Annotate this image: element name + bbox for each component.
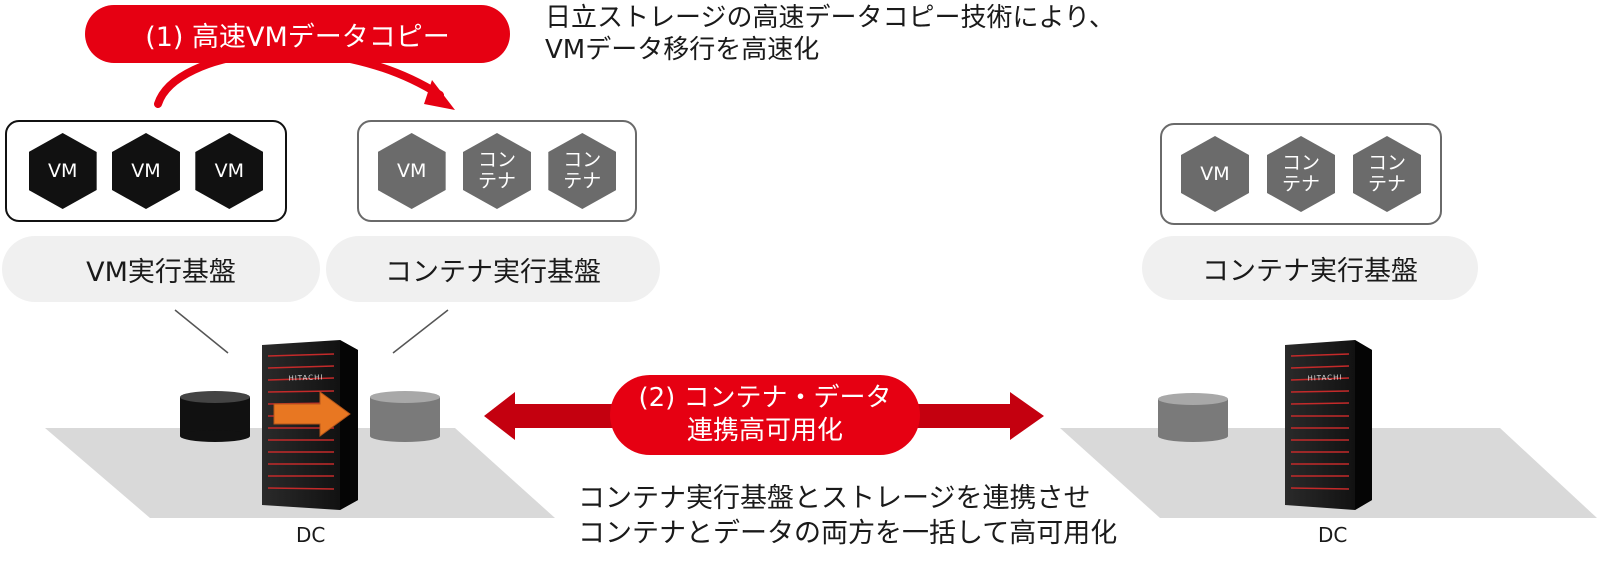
vm-hexagon: VM: [377, 133, 446, 209]
container-hexagon: コン テナ: [1353, 136, 1421, 212]
orange-transfer-arrow: [273, 391, 351, 437]
ha-feature-description: コンテナ実行基盤とストレージを連携させ コンテナとデータの両方を一括して高可用化: [578, 483, 1118, 549]
container-platform-label-right: コンテナ実行基盤: [1142, 236, 1478, 300]
container-group-box-left: VM コン テナ コン テナ: [357, 120, 637, 222]
connector-line-container: [392, 309, 449, 354]
dc-label-left: DC: [296, 523, 326, 547]
storage-server-left: [262, 340, 358, 510]
vm-group-box: VM VM VM: [5, 120, 287, 222]
vm-platform-label: VM実行基盤: [2, 236, 320, 302]
storage-cylinder-gray-left: [370, 391, 440, 442]
vm-hexagon: VM: [1181, 136, 1249, 212]
container-platform-label-left: コンテナ実行基盤: [326, 236, 660, 302]
storage-cylinder-gray-right: [1158, 393, 1228, 442]
storage-cylinder-black: [180, 391, 250, 442]
container-group-box-right: VM コン テナ コン テナ: [1160, 123, 1442, 225]
vm-hexagon: VM: [28, 133, 97, 209]
connector-line-vm: [174, 309, 229, 354]
container-hexagon: コン テナ: [548, 133, 617, 209]
vm-hexagon: VM: [111, 133, 180, 209]
ha-feature-label: (2) コンテナ・データ 連携高可用化: [610, 375, 920, 455]
container-hexagon: コン テナ: [1267, 136, 1335, 212]
vm-hexagon: VM: [195, 133, 264, 209]
storage-server-right: [1285, 340, 1372, 510]
copy-feature-label: (1) 高速VMデータコピー: [85, 5, 510, 63]
dc-label-right: DC: [1318, 523, 1348, 547]
copy-feature-description: 日立ストレージの高速データコピー技術により、 VMデータ移行を高速化: [545, 3, 1115, 65]
copy-curve-arrowhead: [424, 80, 455, 110]
container-hexagon: コン テナ: [462, 133, 531, 209]
